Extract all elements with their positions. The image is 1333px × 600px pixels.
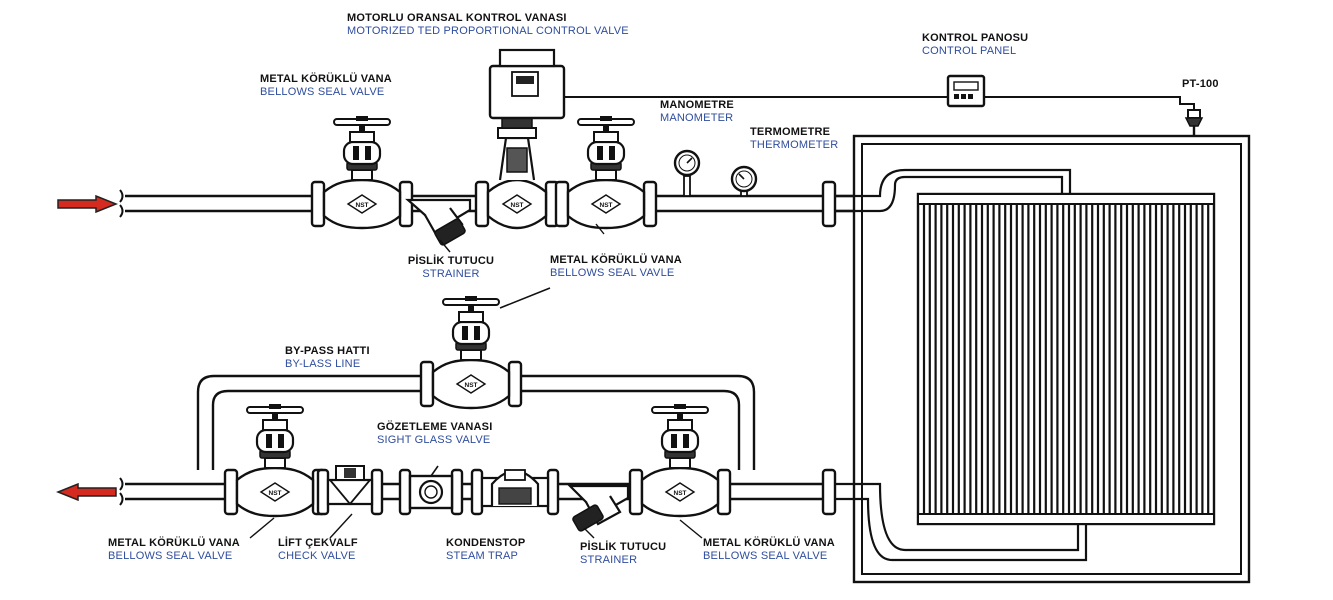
sight-glass-icon [398, 465, 464, 516]
bellows-top-right-label: METAL KÖRÜKLÜ VANA BELLOWS SEAL VAVLE [550, 254, 682, 280]
label-en: BELLOWS SEAL VALVE [108, 550, 233, 562]
strainer-bottom-label: PİSLİK TUTUCU STRAINER [580, 541, 666, 567]
label-tr: METAL KÖRÜKLÜ VANA [550, 254, 682, 266]
label-tr: METAL KÖRÜKLÜ VANA [703, 537, 835, 549]
bellows-bottom-left-label: METAL KÖRÜKLÜ VANA BELLOWS SEAL VALVE [108, 537, 240, 563]
strainer-top-label: PİSLİK TUTUCU STRAINER [408, 255, 494, 281]
leader-lines [249, 223, 703, 539]
globe-valve-icon [628, 402, 732, 518]
strainer-icon [405, 198, 472, 246]
control-panel-label: KONTROL PANOSU CONTROL PANEL [922, 32, 1028, 58]
thermometer-icon [730, 165, 758, 197]
bellows-bottom-right-label: METAL KÖRÜKLÜ VANA BELLOWS SEAL VALVE [703, 537, 835, 563]
motorized-control-valve-icon: NST [474, 48, 576, 230]
bypass-line [196, 374, 756, 470]
flange-icon [821, 180, 837, 228]
pt100-sensor-icon [1184, 109, 1204, 136]
pt100-label: PT-100 [1182, 78, 1219, 91]
sight-glass-label: GÖZETLEME VANASI SIGHT GLASS VALVE [377, 421, 492, 447]
label-tr: KONDENSTOP [446, 537, 526, 549]
label-en: BELLOWS SEAL VALVE [260, 86, 385, 98]
strainer-icon [567, 484, 630, 532]
heat-exchanger-icon [835, 134, 1251, 584]
label-tr: PT-100 [1182, 78, 1219, 90]
label-tr: TERMOMETRE [750, 126, 831, 138]
control-signal-line [576, 96, 1195, 110]
control-panel-icon [946, 74, 986, 108]
bellows-valve-leader [499, 287, 551, 309]
label-en: THERMOMETER [750, 139, 839, 151]
globe-valve-icon [310, 114, 414, 230]
manometer-label: MANOMETRE MANOMETER [660, 99, 734, 125]
label-en: CHECK VALVE [278, 550, 356, 562]
label-en: MANOMETER [660, 112, 734, 124]
label-en: CONTROL PANEL [922, 45, 1017, 57]
globe-valve-icon [419, 294, 523, 410]
label-en: STRAINER [422, 268, 480, 280]
bypass-label: BY-PASS HATTI BY-LASS LINE [285, 345, 370, 371]
label-tr: MOTORLU ORANSAL KONTROL VANASI [347, 12, 567, 24]
label-tr: KONTROL PANOSU [922, 32, 1029, 44]
globe-valve-icon [554, 114, 658, 230]
label-tr: METAL KÖRÜKLÜ VANA [260, 73, 392, 85]
label-en: MOTORIZED TED PROPORTIONAL CONTROL VALVE [347, 25, 629, 37]
label-en: SIGHT GLASS VALVE [377, 434, 491, 446]
flange-icon [821, 468, 837, 516]
svg-text:NST: NST [511, 202, 524, 209]
check-valve-label: LİFT ÇEKVALF CHECK VALVE [278, 537, 358, 563]
thermometer-label: TERMOMETRE THERMOMETER [750, 126, 838, 152]
label-en: STRAINER [580, 554, 638, 566]
check-valve-icon [316, 465, 384, 516]
motor-valve-label: MOTORLU ORANSAL KONTROL VANASI MOTORIZED… [347, 12, 629, 38]
label-en: BELLOWS SEAL VAVLE [550, 267, 675, 279]
globe-valve-icon [223, 402, 327, 518]
label-tr: PİSLİK TUTUCU [407, 255, 495, 267]
label-tr: GÖZETLEME VANASI [377, 421, 493, 433]
label-tr: MANOMETRE [660, 99, 734, 111]
steam-trap-icon [470, 468, 560, 516]
bellows-top-left-label: METAL KÖRÜKLÜ VANA BELLOWS SEAL VALVE [260, 73, 392, 99]
label-tr: BY-PASS HATTI [285, 345, 370, 357]
label-en: STEAM TRAP [446, 550, 519, 562]
label-tr: PİSLİK TUTUCU [580, 541, 667, 553]
label-tr: METAL KÖRÜKLÜ VANA [108, 537, 240, 549]
flow-in-arrow-icon [57, 194, 119, 214]
manometer-icon [673, 149, 701, 197]
label-en: BELLOWS SEAL VALVE [703, 550, 828, 562]
steam-trap-label: KONDENSTOP STEAM TRAP [446, 537, 525, 563]
flow-out-arrow-icon [55, 482, 117, 502]
label-tr: LİFT ÇEKVALF [278, 537, 358, 549]
label-en: BY-LASS LINE [285, 358, 361, 370]
